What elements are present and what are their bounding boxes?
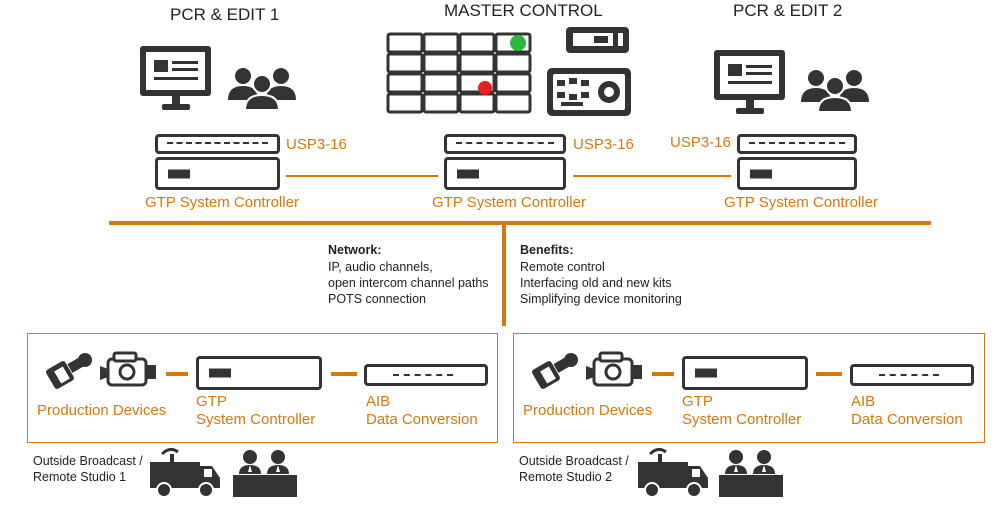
caption-line: Outside Broadcast / <box>33 454 143 468</box>
remote-studio-2-box <box>513 333 985 443</box>
ob-van-icon <box>638 447 708 498</box>
aib-label-line: Data Conversion <box>851 411 963 428</box>
link-line <box>652 372 674 376</box>
aib-label-line: Data Conversion <box>366 411 478 428</box>
people-icon <box>228 68 296 110</box>
camera-icon <box>586 351 642 387</box>
aib-label-remote1: AIB Data Conversion <box>366 393 478 429</box>
caption-line: Remote Studio 1 <box>33 470 127 484</box>
ob-van-icon <box>150 447 220 498</box>
usp-label-master: USP3-16 <box>573 136 634 153</box>
status-red-dot <box>478 81 492 95</box>
link-line <box>286 175 438 177</box>
devices-label-1: Production Devices <box>37 402 167 419</box>
gtp-label-pcr2: GTP System Controller <box>724 194 878 211</box>
caption-line: Remote Studio 2 <box>519 470 613 484</box>
network-line: POTS connection <box>328 292 426 306</box>
gtp-label-remote1: GTP System Controller <box>196 393 315 429</box>
status-green-dot <box>510 35 526 51</box>
benefits-line: Interfacing old and new kits <box>520 276 672 290</box>
gtp-controller-unit <box>444 157 566 190</box>
people-icon <box>801 70 869 112</box>
gtp-label-remote2: GTP System Controller <box>682 393 801 429</box>
link-line <box>331 372 357 376</box>
link-line <box>816 372 842 376</box>
network-bus-line <box>109 221 931 225</box>
aib-unit <box>850 364 974 386</box>
network-drop-line <box>502 225 506 326</box>
presenters-desk-icon <box>719 450 783 497</box>
usp-label-pcr2: USP3-16 <box>670 134 731 151</box>
aib-unit <box>364 364 488 386</box>
video-wall-icon <box>386 32 532 114</box>
site-title-master: MASTER CONTROL <box>444 1 603 20</box>
gtp-label-line: System Controller <box>682 411 802 428</box>
aib-label-line: AIB <box>366 393 391 410</box>
gtp-label-pcr1: GTP System Controller <box>145 194 299 211</box>
benefits-line: Remote control <box>520 260 605 274</box>
gtp-controller-unit <box>196 356 322 390</box>
microphone-icon <box>532 353 578 389</box>
usp-label-pcr1: USP3-16 <box>286 136 347 153</box>
gtp-label-master: GTP System Controller <box>432 194 586 211</box>
site-title-pcr2: PCR & EDIT 2 <box>733 1 843 20</box>
aib-label-remote2: AIB Data Conversion <box>851 393 963 429</box>
link-line <box>573 175 731 177</box>
gtp-controller-unit <box>737 157 857 190</box>
monitor-icon <box>714 50 785 114</box>
remote-caption-1: Outside Broadcast / Remote Studio 1 <box>33 453 143 485</box>
presenters-desk-icon <box>233 450 297 497</box>
control-panel-top-icon <box>566 27 629 53</box>
control-panel-icon <box>547 68 631 116</box>
caption-line: Outside Broadcast / <box>519 454 629 468</box>
usp3-16-unit <box>737 134 857 154</box>
network-line: open intercom channel paths <box>328 276 489 290</box>
gtp-controller-unit <box>155 157 280 190</box>
network-heading: Network: <box>328 243 382 257</box>
benefits-line: Simplifying device monitoring <box>520 292 682 306</box>
benefits-heading: Benefits: <box>520 243 574 257</box>
aib-label-line: AIB <box>851 393 876 410</box>
microphone-icon <box>46 353 92 389</box>
network-line: IP, audio channels, <box>328 260 433 274</box>
monitor-icon <box>140 46 211 110</box>
usp3-16-unit <box>155 134 280 154</box>
camera-icon <box>100 351 156 387</box>
usp3-16-unit <box>444 134 566 154</box>
link-line <box>166 372 188 376</box>
gtp-label-line: System Controller <box>196 411 316 428</box>
remote-caption-2: Outside Broadcast / Remote Studio 2 <box>519 453 629 485</box>
site-title-pcr1: PCR & EDIT 1 <box>170 5 280 24</box>
gtp-label-line: GTP <box>682 393 713 410</box>
network-info: Network: IP, audio channels, open interc… <box>328 243 489 307</box>
gtp-label-line: GTP <box>196 393 227 410</box>
remote-studio-1-box <box>27 333 498 443</box>
devices-label-2: Production Devices <box>523 402 653 419</box>
gtp-controller-unit <box>682 356 808 390</box>
benefits-info: Benefits: Remote control Interfacing old… <box>520 243 682 307</box>
